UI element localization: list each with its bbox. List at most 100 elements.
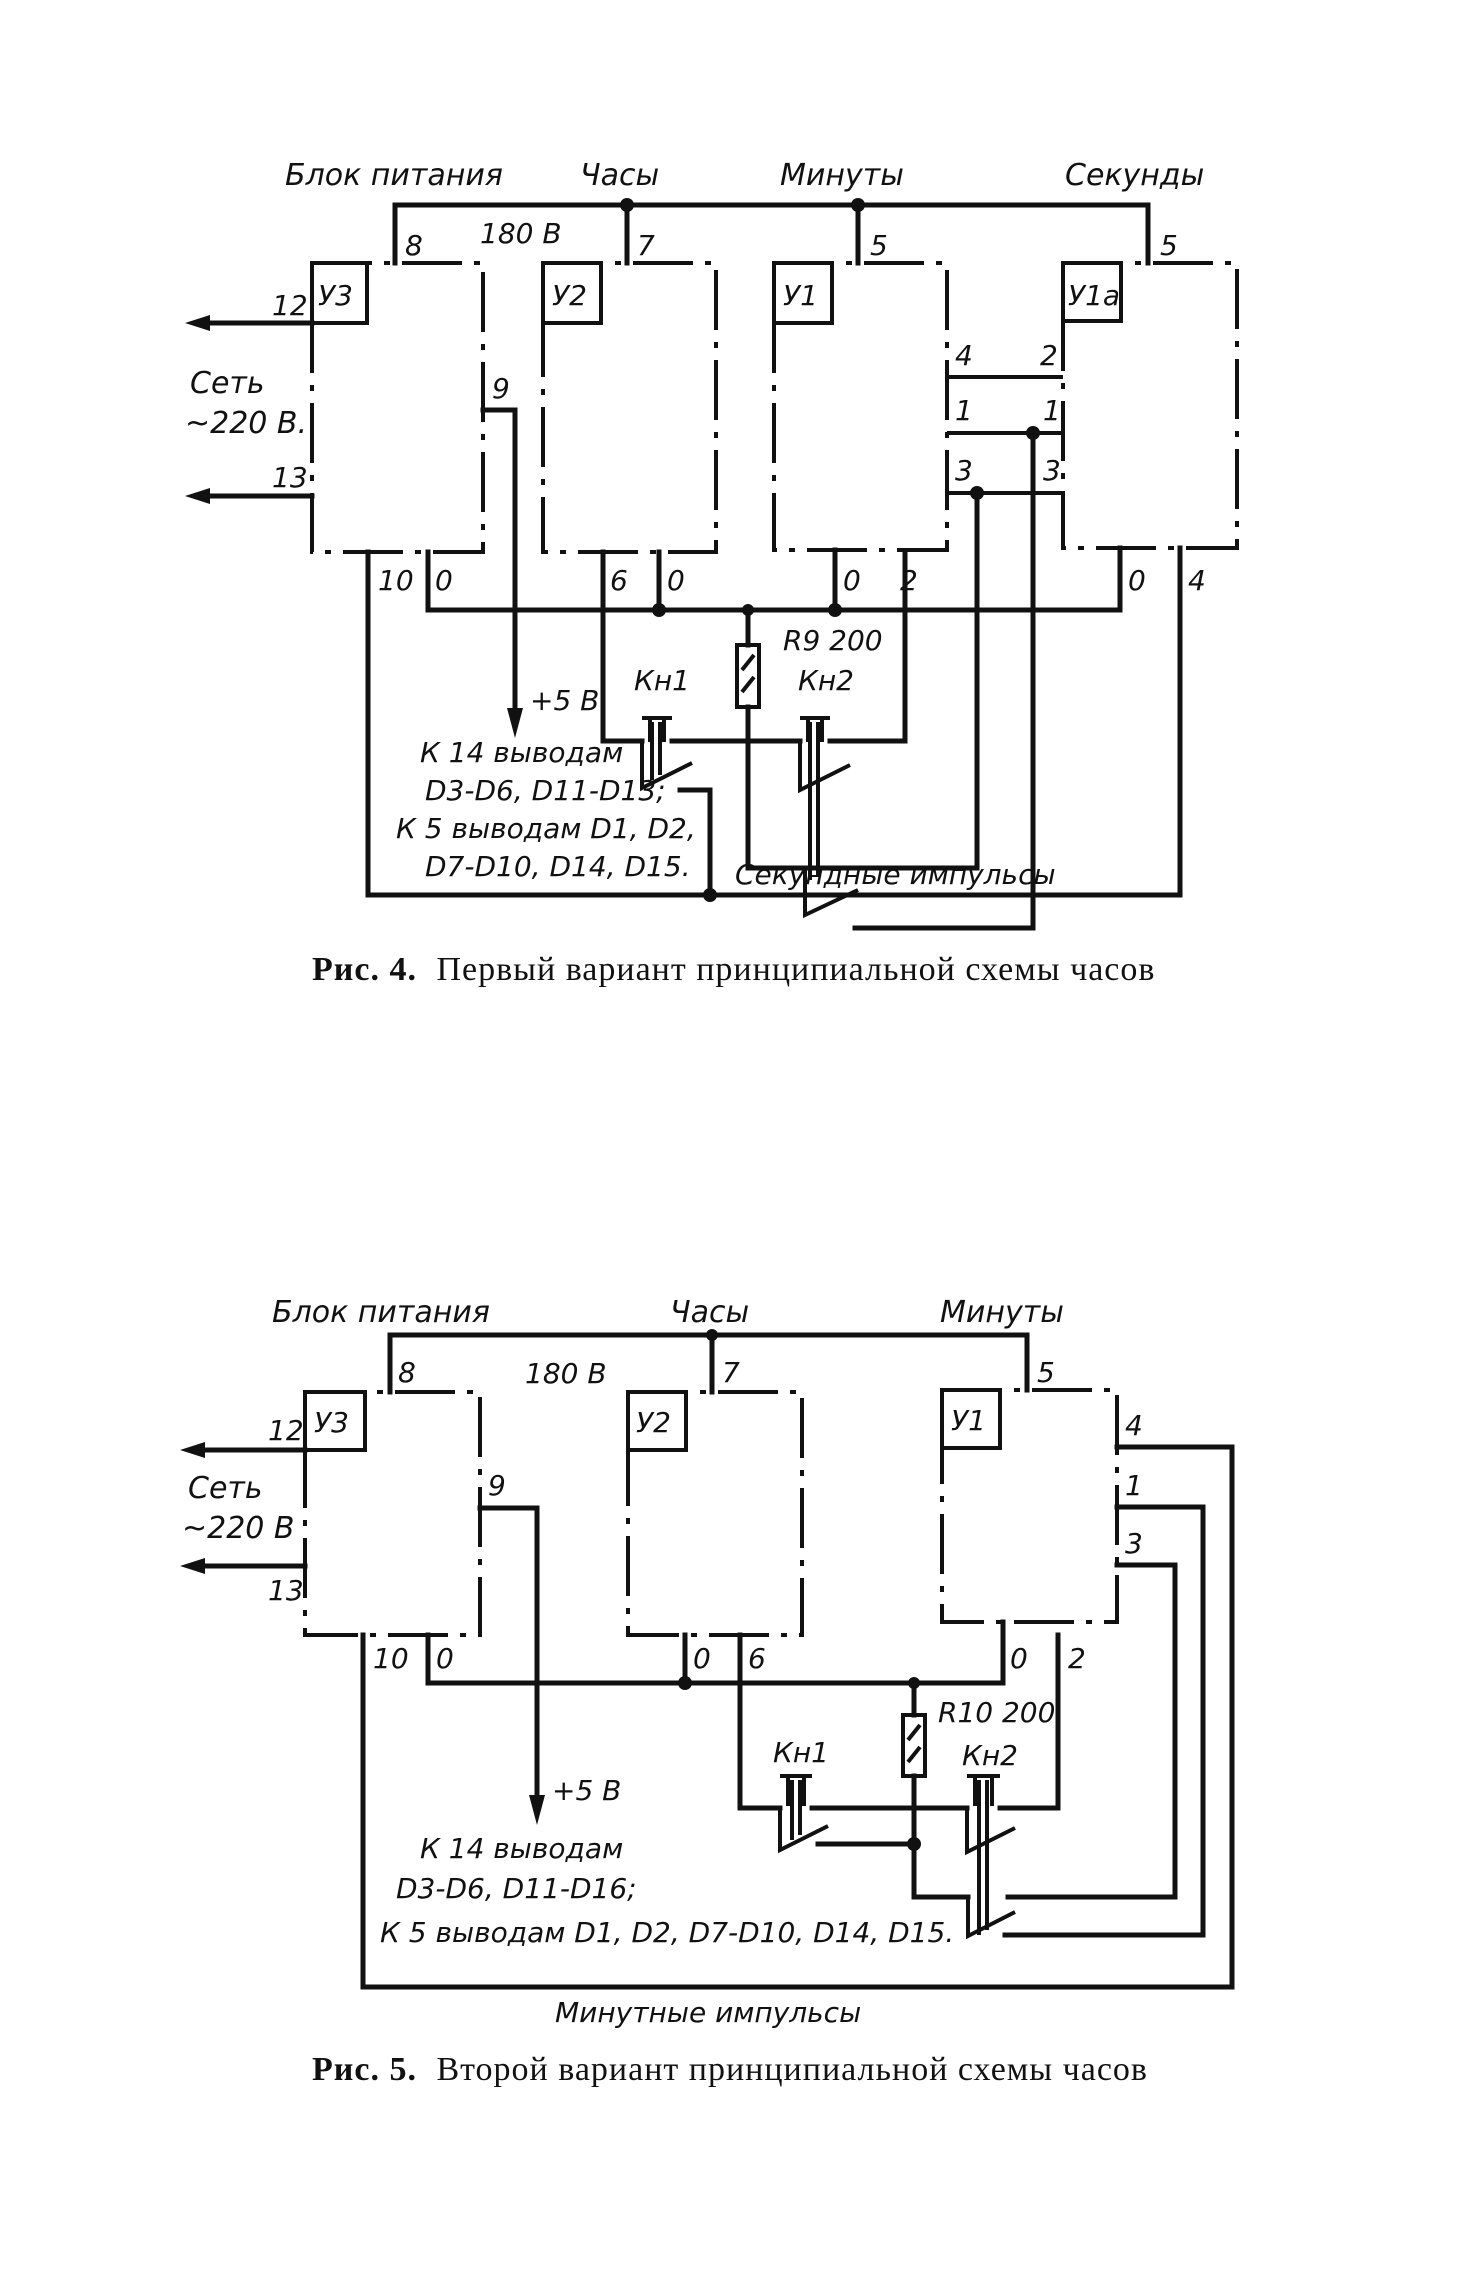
button-kn1-label: Кн1 <box>773 1736 829 1769</box>
button-kn1-symbol[interactable] <box>640 716 693 792</box>
block-label-box <box>626 1390 688 1452</box>
resistor-mark <box>740 675 756 694</box>
wire-m3 <box>849 490 980 871</box>
button-kn1-symbol[interactable] <box>778 1774 829 1854</box>
wire-pin2-kn2 <box>997 1632 1061 1811</box>
arrow-left-icon <box>180 1558 205 1574</box>
pin-label: 3 <box>1125 1527 1143 1560</box>
pin-label: 5 <box>1037 1356 1055 1389</box>
mains-label: Сеть <box>188 1471 263 1506</box>
pin-label: 8 <box>398 1356 416 1389</box>
block-label-hours: У2 <box>552 279 587 312</box>
resistor-mark <box>740 653 756 672</box>
pin-label: 5 <box>1160 229 1178 262</box>
junction-dot <box>706 1329 718 1341</box>
figure-caption: Рис. 5. Второй вариант принципиальной сх… <box>312 2051 1148 2088</box>
arrow-left-icon <box>185 488 210 504</box>
caption-text: Второй вариант принципиальной схемы часо… <box>436 2051 1148 2088</box>
wire-kn1-out <box>677 787 713 898</box>
pin-label: 7 <box>637 229 655 262</box>
header-minutes: Минуты <box>940 1295 1064 1330</box>
pin-label: 2 <box>1068 1642 1086 1675</box>
block-label-minutes: У1 <box>951 1404 986 1437</box>
pin-label: 0 <box>435 564 453 597</box>
block-power-supply <box>303 1390 482 1637</box>
note-line: К 5 выводам D1, D2, <box>396 812 696 845</box>
pin-label: 7 <box>722 1356 740 1389</box>
wire-m3 <box>1005 1562 1178 1900</box>
wire <box>911 1773 971 1900</box>
pin-label: 5 <box>870 229 888 262</box>
arrow-left-icon <box>185 315 210 331</box>
block-label-box <box>303 1390 367 1452</box>
button-kn2-label: Кн2 <box>798 664 854 697</box>
resistor-label: R9 200 <box>783 624 883 657</box>
pin-label: 3 <box>955 454 973 487</box>
block-label-box <box>310 261 369 325</box>
note-line: D7-D10, D14, D15. <box>425 850 691 883</box>
resistor-r10 <box>901 1713 927 1778</box>
block-label-box <box>1061 261 1123 323</box>
pin-label: 12 <box>272 289 308 322</box>
pulse-label: Секундные импульсы <box>735 858 1056 891</box>
block-minutes <box>772 261 949 552</box>
pin-label: 13 <box>268 1574 304 1607</box>
note-line: К 14 выводам <box>420 736 623 769</box>
pin-label: 3 <box>1043 454 1061 487</box>
resistor-label: R10 200 <box>938 1696 1055 1729</box>
resistor-mark <box>906 1723 922 1742</box>
pin-label: 4 <box>1188 564 1206 597</box>
figure-4: Блок питания Часы Минуты Секунды 180 В 8… <box>185 158 1239 988</box>
pin-label: 9 <box>492 372 510 405</box>
note-line: К 14 выводам <box>420 1832 623 1865</box>
pulse-label: Минутные импульсы <box>555 1996 861 2029</box>
block-label-box <box>541 261 603 325</box>
wire-m1 <box>1002 1504 1206 1938</box>
wire-m1 <box>852 430 1036 931</box>
arrow-down-icon <box>529 1795 545 1825</box>
wire-pin2-kn2 <box>827 549 908 744</box>
wire-plus5v <box>477 1505 540 1803</box>
button-kn2-symbol[interactable] <box>965 1774 1016 1940</box>
note-line: К 5 выводам D1, D2, D7-D10, D14, D15. <box>380 1916 954 1949</box>
block-seconds <box>1061 261 1239 550</box>
wire-pin6-kn1 <box>737 1632 783 1811</box>
ground-bus <box>425 545 1123 613</box>
supply-label: +5 В <box>552 1774 621 1807</box>
supply-label: +5 В <box>530 684 599 717</box>
mains-voltage-label: ~220 В. <box>185 406 307 441</box>
header-minutes: Минуты <box>780 158 904 193</box>
note-line: D3-D6, D11-D16; <box>396 1872 637 1905</box>
block-label-box <box>772 261 834 325</box>
junction-dot <box>678 1676 692 1690</box>
junction-dot <box>703 888 717 902</box>
pin-label: 9 <box>488 1469 506 1502</box>
block-label-seconds: У1а <box>1068 279 1120 312</box>
figure-caption: Рис. 4. Первый вариант принципиальной сх… <box>312 951 1155 988</box>
button-kn1-label: Кн1 <box>634 664 690 697</box>
header-power-supply: Блок питания <box>272 1295 490 1330</box>
block-label-box <box>940 1388 1002 1450</box>
block-hours <box>541 261 718 554</box>
caption-number: Рис. 4. <box>312 951 417 988</box>
pin-label: 10 <box>378 564 414 597</box>
pin-label: 4 <box>955 339 973 372</box>
pin-label: 0 <box>843 564 861 597</box>
wire-plus5v <box>480 407 518 718</box>
header-hours: Часы <box>670 1295 749 1330</box>
wire-minute-pulses <box>360 1444 1235 1990</box>
block-label-power: У3 <box>318 279 353 312</box>
button-kn2-label: Кн2 <box>962 1739 1018 1772</box>
ground-bus <box>425 1619 1006 1686</box>
arrow-down-icon <box>507 708 523 738</box>
pin-label: 12 <box>268 1414 304 1447</box>
wire-second-pulses <box>365 545 1183 898</box>
pin-label: 1 <box>1125 1469 1143 1502</box>
pin-label: 8 <box>405 229 423 262</box>
button-kn2-symbol[interactable] <box>798 716 859 919</box>
note-line: D3-D6, D11-D13; <box>425 774 666 807</box>
mains-voltage-label: ~220 В <box>182 1511 295 1546</box>
header-power-supply: Блок питания <box>285 158 503 193</box>
junction-dot <box>652 603 666 617</box>
block-label-minutes: У1 <box>783 279 818 312</box>
